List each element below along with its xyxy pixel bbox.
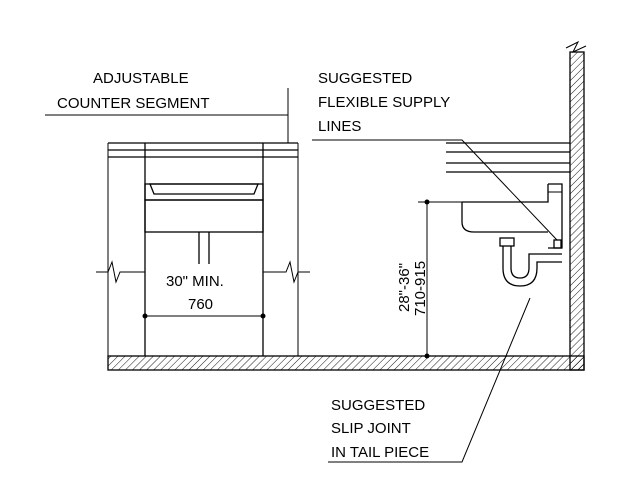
lavatory-section [418,142,570,359]
height-dimension-imperial: 28"-36" [396,263,413,312]
adjustable-label-line1: ADJUSTABLE [93,70,189,87]
wall-break-symbol [565,40,587,54]
adjustable-label-line2: COUNTER SEGMENT [57,95,210,112]
adjustable-counter-elevation [96,142,310,356]
width-dimension-imperial: 30" MIN. [166,273,224,290]
floor-hatch [107,355,585,371]
slip-label-line2: SLIP JOINT [331,420,411,437]
wall-hatch [569,51,585,371]
supply-label-line3: LINES [318,118,361,135]
slip-joint-leader [328,297,531,463]
slip-label-line1: SUGGESTED [331,397,425,414]
supply-lines-leader [312,139,558,241]
height-dimension-metric: 710-915 [412,261,429,316]
supply-label-line1: SUGGESTED [318,70,412,87]
adjustable-counter-leader [45,88,289,143]
width-dimension-metric: 760 [188,296,213,313]
supply-label-line2: FLEXIBLE SUPPLY [318,94,450,111]
slip-label-line3: IN TAIL PIECE [331,444,429,461]
